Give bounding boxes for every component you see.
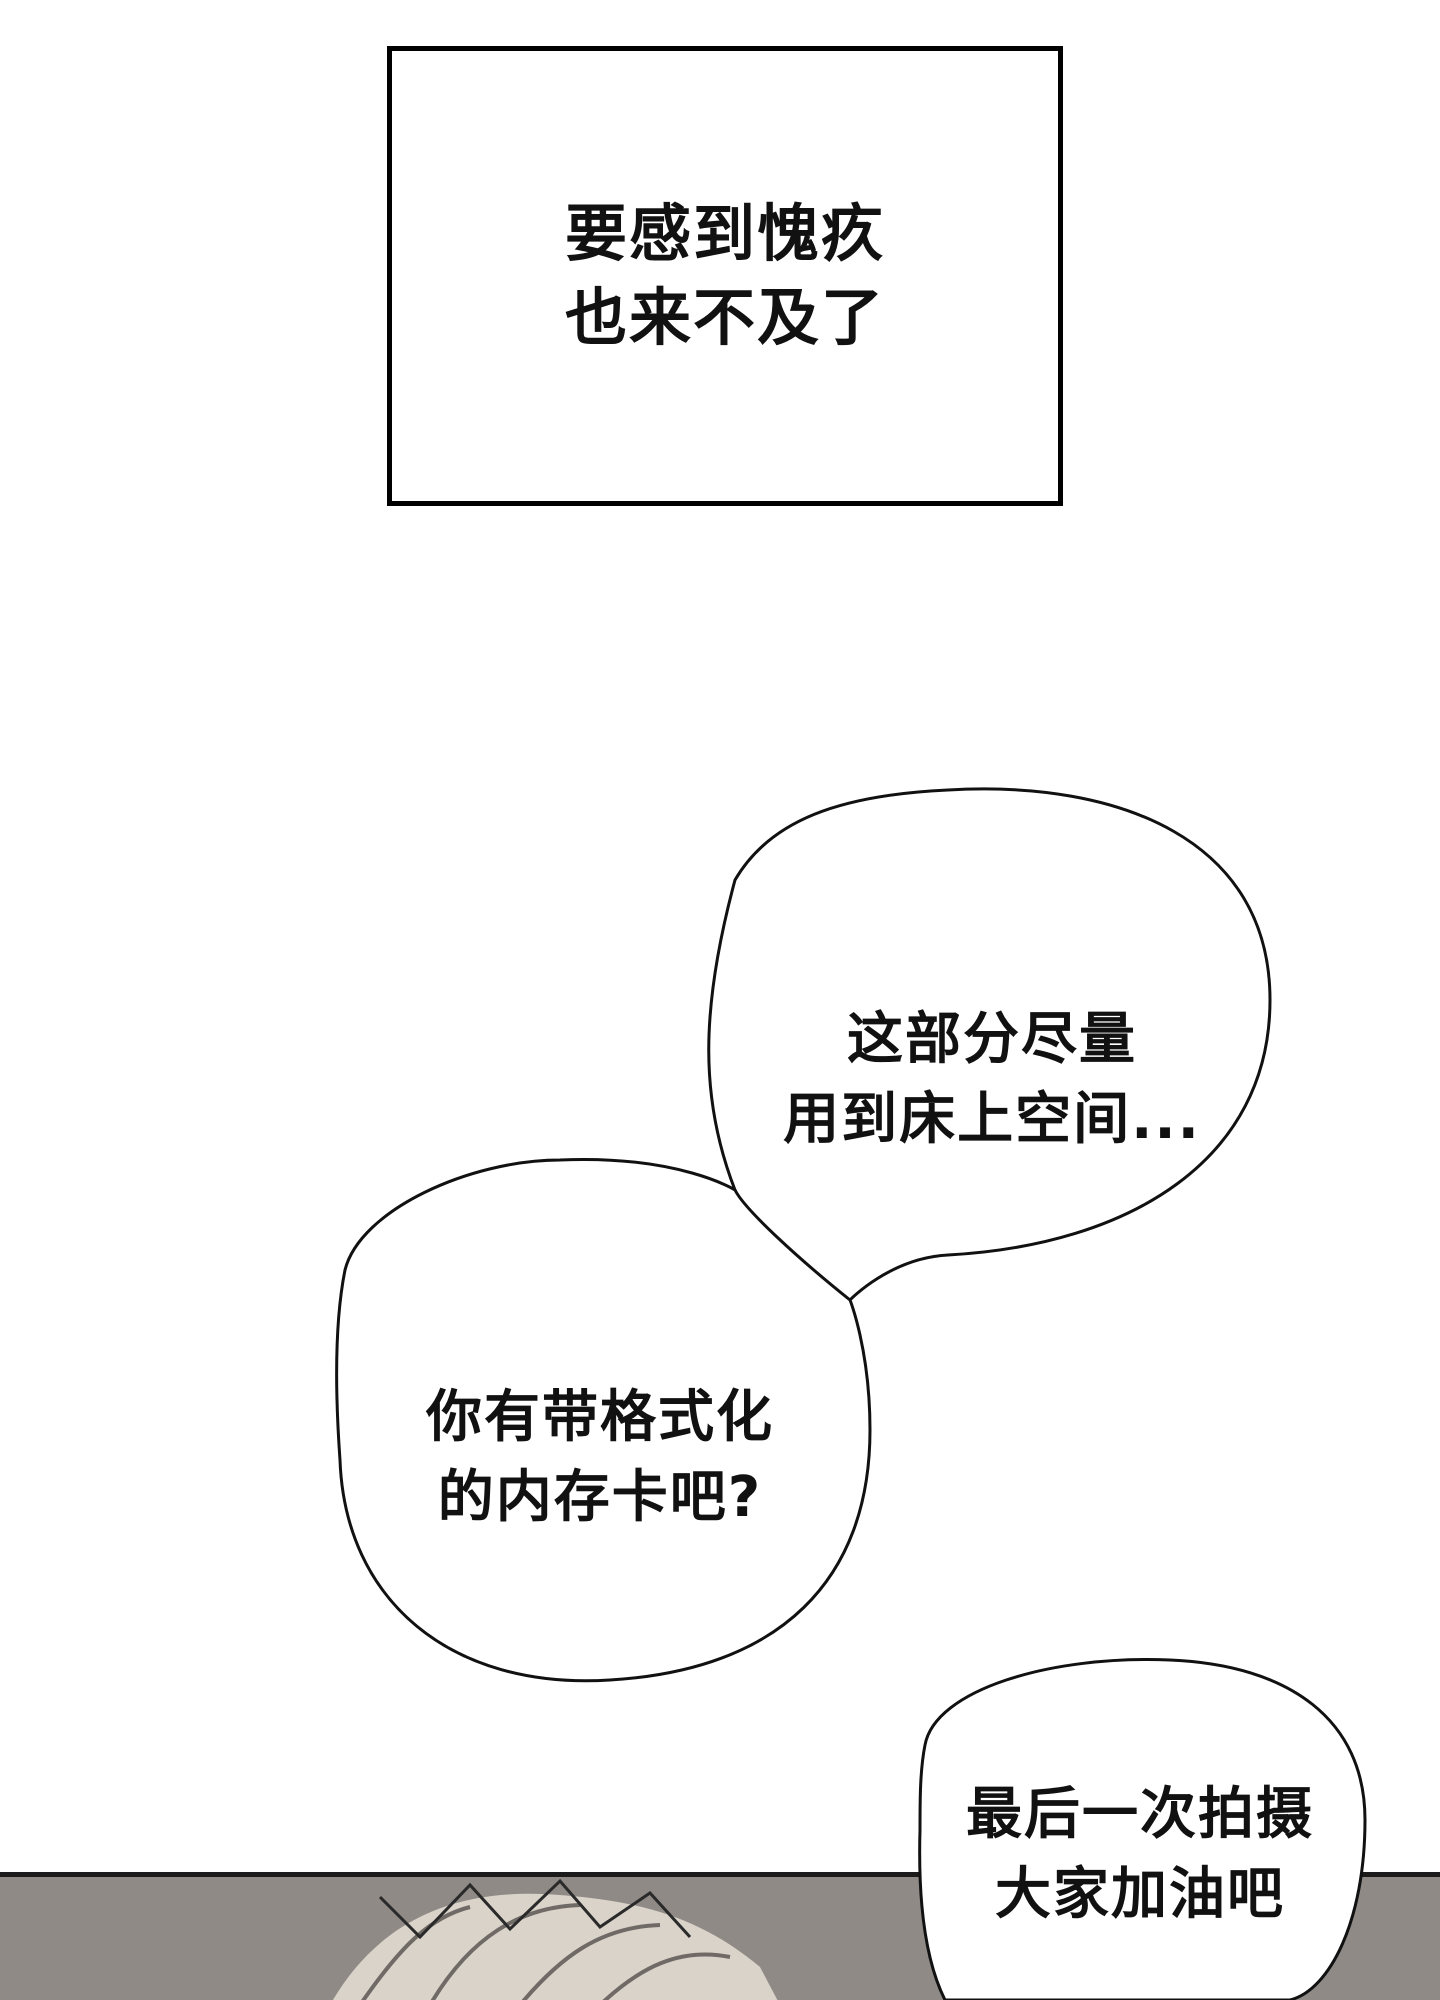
- speech-bubble-1: [707, 787, 1272, 1302]
- speech-bubble-2: [335, 1158, 872, 1683]
- narration-text: 要感到愧疚 也来不及了: [564, 197, 885, 354]
- narration-box: 要感到愧疚 也来不及了: [387, 46, 1063, 506]
- speech-bubble-3: [918, 1658, 1367, 2000]
- speech-text-2: 你有带格式化 的内存卡吧?: [426, 1385, 774, 1530]
- hair-illustration: [333, 1878, 778, 2000]
- speech-text-1: 这部分尽量 用到床上空间...: [783, 1007, 1201, 1152]
- speech-text-3: 最后一次拍摄 大家加油吧: [966, 1782, 1314, 1927]
